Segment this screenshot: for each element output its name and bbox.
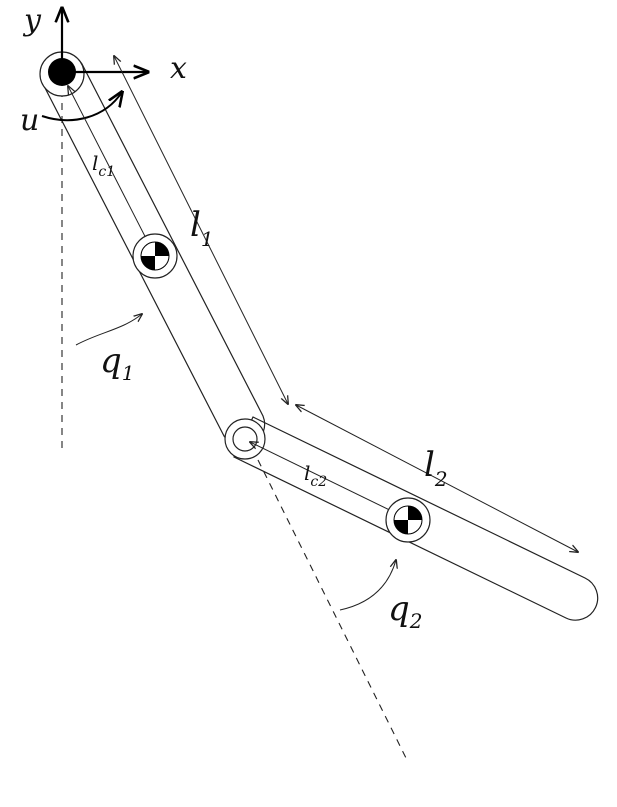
y-axis-label: y xyxy=(22,3,42,38)
link-2-center-of-mass-icon xyxy=(385,497,431,543)
input-torque-label: u xyxy=(20,103,39,138)
link-2-length-label: l2 xyxy=(424,445,448,491)
link-2-length-arrow xyxy=(296,405,578,552)
link-1-com-arrow xyxy=(68,86,152,250)
link-2-com-label: lc2 xyxy=(304,461,327,490)
link-1-com-label: lc1 xyxy=(92,151,115,180)
link-1-length-label: l1 xyxy=(190,205,214,251)
joint-2-angle-arrow xyxy=(339,560,396,611)
x-axis-label: x xyxy=(170,51,187,86)
joint-2-angle-label: q2 xyxy=(388,589,423,633)
link-1-center-of-mass-icon xyxy=(132,233,178,279)
joint-1-angle-label: q1 xyxy=(100,341,135,385)
elbow-joint-inner xyxy=(232,426,258,452)
link-2-com-arrow xyxy=(250,442,406,518)
joint-1-angle-arrow xyxy=(75,314,142,346)
link-2-body xyxy=(233,416,599,621)
